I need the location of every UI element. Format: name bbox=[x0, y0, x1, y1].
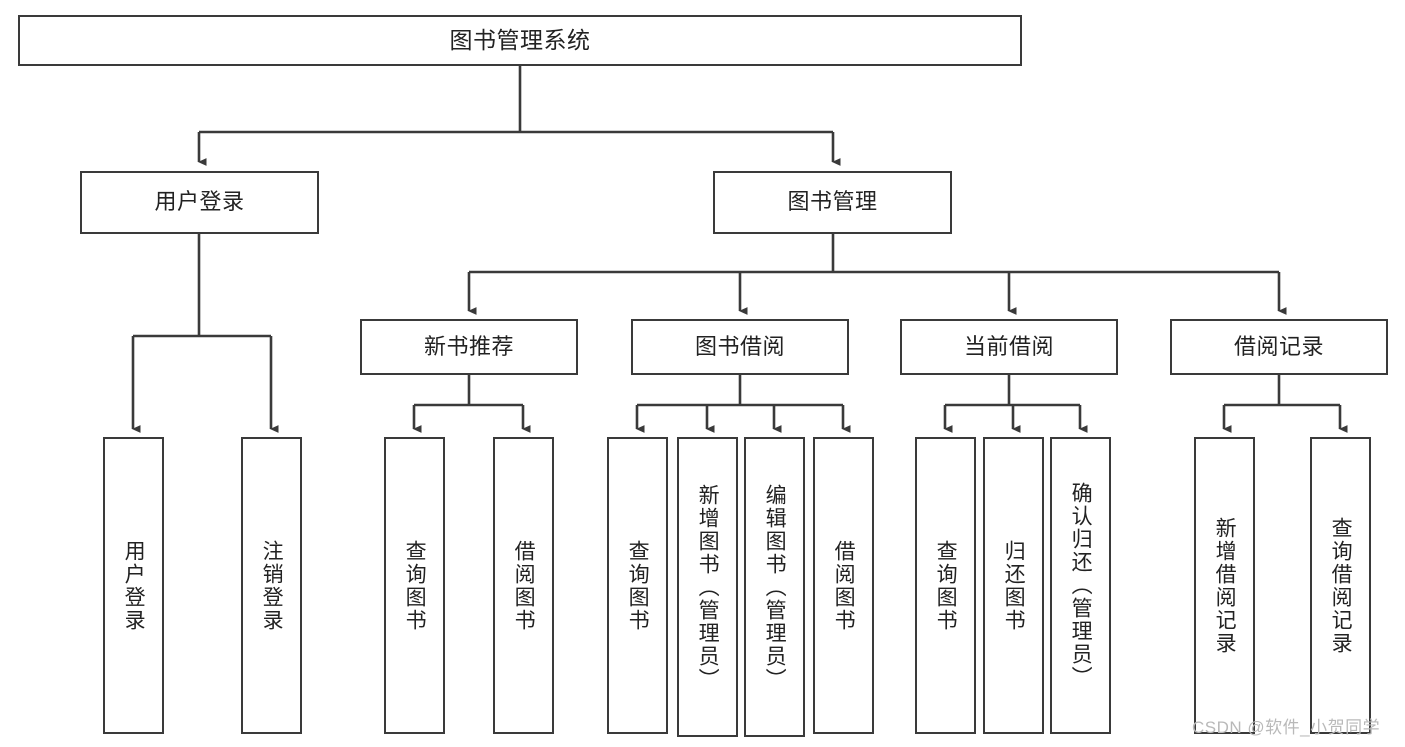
node-leaf-confirm-return[interactable]: 确认归还（管理员） bbox=[1050, 437, 1111, 734]
node-leaf-user-logout[interactable]: 注销登录 bbox=[241, 437, 302, 734]
node-leaf-return-book[interactable]: 归还图书 bbox=[983, 437, 1044, 734]
node-leaf-add-record[interactable]: 新增借阅记录 bbox=[1194, 437, 1255, 734]
node-current-borrow-label: 当前借阅 bbox=[963, 333, 1054, 359]
node-leaf-query-record-label: 查询借阅记录 bbox=[1329, 516, 1353, 655]
node-root-label: 图书管理系统 bbox=[449, 27, 591, 54]
node-leaf-borrow-book-2[interactable]: 借阅图书 bbox=[813, 437, 874, 734]
node-leaf-edit-book[interactable]: 编辑图书（管理员） bbox=[744, 437, 805, 737]
node-new-book-rec[interactable]: 新书推荐 bbox=[360, 319, 578, 375]
node-book-manage[interactable]: 图书管理 bbox=[713, 171, 952, 234]
node-leaf-query-book-3[interactable]: 查询图书 bbox=[915, 437, 976, 734]
node-book-borrow[interactable]: 图书借阅 bbox=[631, 319, 849, 375]
node-leaf-query-book-2[interactable]: 查询图书 bbox=[607, 437, 668, 734]
node-leaf-borrow-book-2-label: 借阅图书 bbox=[832, 539, 856, 632]
node-borrow-record[interactable]: 借阅记录 bbox=[1170, 319, 1388, 375]
node-leaf-user-logout-label: 注销登录 bbox=[260, 539, 284, 632]
node-leaf-add-record-label: 新增借阅记录 bbox=[1213, 516, 1237, 655]
node-leaf-query-book-3-label: 查询图书 bbox=[934, 539, 958, 632]
node-new-book-rec-label: 新书推荐 bbox=[423, 333, 514, 359]
node-leaf-return-book-label: 归还图书 bbox=[1002, 539, 1026, 632]
watermark: CSDN @软件_小贺同学 bbox=[1192, 718, 1381, 737]
node-leaf-user-login[interactable]: 用户登录 bbox=[103, 437, 164, 734]
node-leaf-edit-book-label: 编辑图书（管理员） bbox=[763, 483, 787, 691]
node-user-login[interactable]: 用户登录 bbox=[80, 171, 319, 234]
node-user-login-label: 用户登录 bbox=[154, 189, 245, 215]
node-root[interactable]: 图书管理系统 bbox=[18, 15, 1022, 66]
node-leaf-query-record[interactable]: 查询借阅记录 bbox=[1310, 437, 1371, 734]
node-leaf-query-book-1[interactable]: 查询图书 bbox=[384, 437, 445, 734]
node-leaf-user-login-label: 用户登录 bbox=[122, 539, 146, 632]
node-leaf-query-book-2-label: 查询图书 bbox=[626, 539, 650, 632]
node-leaf-confirm-return-label: 确认归还（管理员） bbox=[1069, 482, 1093, 689]
node-current-borrow[interactable]: 当前借阅 bbox=[900, 319, 1118, 375]
node-leaf-query-book-1-label: 查询图书 bbox=[403, 539, 427, 632]
node-leaf-borrow-book-1-label: 借阅图书 bbox=[512, 539, 536, 632]
node-leaf-add-book[interactable]: 新增图书（管理员） bbox=[677, 437, 738, 737]
node-leaf-borrow-book-1[interactable]: 借阅图书 bbox=[493, 437, 554, 734]
node-book-manage-label: 图书管理 bbox=[787, 189, 878, 215]
node-book-borrow-label: 图书借阅 bbox=[694, 333, 785, 359]
node-leaf-add-book-label: 新增图书（管理员） bbox=[696, 483, 720, 691]
node-borrow-record-label: 借阅记录 bbox=[1233, 333, 1324, 359]
